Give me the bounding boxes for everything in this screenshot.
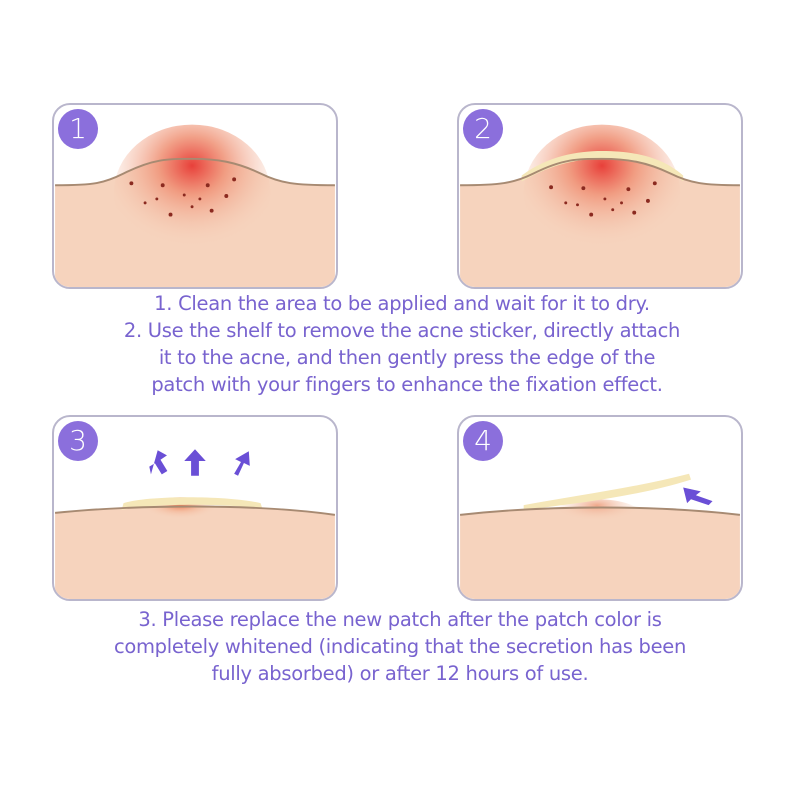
patch-absorbing-illustration [54,449,336,599]
arrow-up-icons [149,449,250,476]
instruction-line: fully absorbed) or after 12 hours of use… [211,662,589,685]
instruction-line: it to the acne, and then gently press th… [158,346,656,369]
instruction-line: completely whitened (indicating that the… [113,635,687,658]
instruction-line: patch with your fingers to enhance the f… [151,373,663,396]
step-2-panel: 2 [457,103,743,289]
inflamed-bump-illustration [55,124,335,287]
patch-on-bump-illustration [460,124,740,287]
instruction-line: 3. Please replace the new patch after th… [138,608,662,631]
instructions-top: 1. Clean the area to be applied and wait… [0,290,800,398]
step-4-panel: 4 [457,415,743,601]
peel-arrow-icon [683,487,713,506]
instructions-bottom: 3. Please replace the new patch after th… [0,606,800,687]
instruction-line: 2. Use the shelf to remove the acne stic… [123,319,681,342]
step-badge: 2 [463,109,503,149]
instruction-line: 1. Clean the area to be applied and wait… [154,292,650,315]
step-badge: 1 [58,109,98,149]
patch-peeling-illustration [459,473,741,599]
step-badge: 4 [463,421,503,461]
step-1-panel: 1 [52,103,338,289]
step-3-panel: 3 [52,415,338,601]
step-badge: 3 [58,421,98,461]
